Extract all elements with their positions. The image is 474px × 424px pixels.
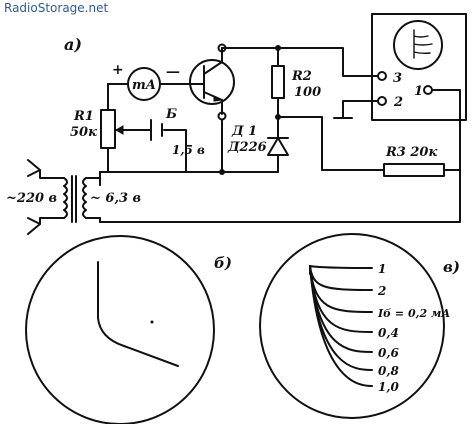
oscilloscope-body bbox=[371, 13, 467, 121]
curve-labels: 1 2 Iб = 0,2 мА 0,4 0,6 0,8 1,0 bbox=[377, 262, 450, 394]
wire-collector-to-terminal-3 bbox=[221, 47, 379, 77]
scope-screen-b bbox=[25, 235, 215, 424]
curve-label: 2 bbox=[377, 284, 386, 298]
milliammeter-minus: — bbox=[166, 64, 180, 80]
diode-d1: Д 1 Д226 bbox=[227, 124, 289, 156]
terminal-2: 2 bbox=[377, 95, 403, 110]
curve-family bbox=[309, 265, 373, 387]
wire-secondary-return bbox=[99, 169, 461, 223]
terminal-3-label: 3 bbox=[393, 71, 402, 86]
milliammeter-label: mA bbox=[132, 78, 156, 93]
curve-label: 0,6 bbox=[378, 346, 400, 360]
scope-screen-c: 1 2 Iб = 0,2 мА 0,4 0,6 0,8 1,0 bbox=[259, 233, 450, 419]
battery-name: Б bbox=[165, 107, 177, 122]
transformer: ~220 в ~ 6,3 в bbox=[6, 159, 141, 235]
r2-name: R2 bbox=[291, 69, 312, 84]
curve-label: 1 bbox=[378, 262, 386, 276]
r3-label: R3 20к bbox=[385, 145, 437, 160]
terminal-1-label: 1 bbox=[414, 84, 423, 99]
panel-label-c: в) bbox=[443, 258, 460, 276]
d1-value: Д226 bbox=[227, 140, 267, 155]
wire-r3-to-terminal-1 bbox=[431, 89, 461, 171]
transistor bbox=[189, 59, 235, 105]
watermark: RadioStorage.net bbox=[4, 1, 108, 15]
battery: Б 1,5 в bbox=[150, 107, 205, 157]
screen-c-circle bbox=[259, 233, 445, 419]
battery-value: 1,5 в bbox=[172, 143, 205, 157]
oscilloscope-screen-trace bbox=[413, 29, 433, 59]
characteristic-curve bbox=[309, 265, 373, 291]
curve-label: 0,8 bbox=[378, 364, 400, 378]
supply-label: ~220 в bbox=[6, 191, 57, 206]
characteristic-curve bbox=[309, 265, 373, 387]
r2-value: 100 bbox=[294, 85, 321, 100]
curve-label: Iб = 0,2 мА bbox=[377, 307, 450, 320]
resistor-r2: R2 100 bbox=[271, 65, 321, 100]
curve-label: 1,0 bbox=[378, 380, 400, 394]
terminal-3: 3 bbox=[377, 71, 402, 86]
d1-name: Д 1 bbox=[231, 124, 257, 139]
milliammeter: mA + — bbox=[112, 62, 180, 101]
r1-name: R1 bbox=[73, 109, 94, 124]
screen-b-trace bbox=[97, 261, 179, 367]
oscilloscope-screen bbox=[393, 20, 443, 70]
characteristic-curve bbox=[309, 265, 373, 269]
wiring bbox=[99, 43, 461, 223]
potentiometer-r1: R1 50к bbox=[70, 109, 129, 149]
terminal-2-label: 2 bbox=[393, 95, 403, 110]
r1-value: 50к bbox=[70, 125, 97, 140]
panel-label-a: а) bbox=[64, 35, 82, 54]
secondary-label: ~ 6,3 в bbox=[90, 191, 141, 206]
panel-label-b: б) bbox=[214, 254, 232, 272]
wire-ground-terminal-2 bbox=[342, 100, 379, 119]
screen-b-circle bbox=[25, 235, 215, 424]
terminal-1: 1 bbox=[414, 84, 433, 99]
oscilloscope bbox=[371, 13, 467, 121]
resistor-r3: R3 20к bbox=[383, 145, 445, 177]
curve-label: 0,4 bbox=[378, 326, 399, 340]
characteristic-curve bbox=[309, 265, 373, 371]
milliammeter-plus: + bbox=[112, 62, 124, 78]
wire-r2-to-r3 bbox=[277, 116, 385, 171]
